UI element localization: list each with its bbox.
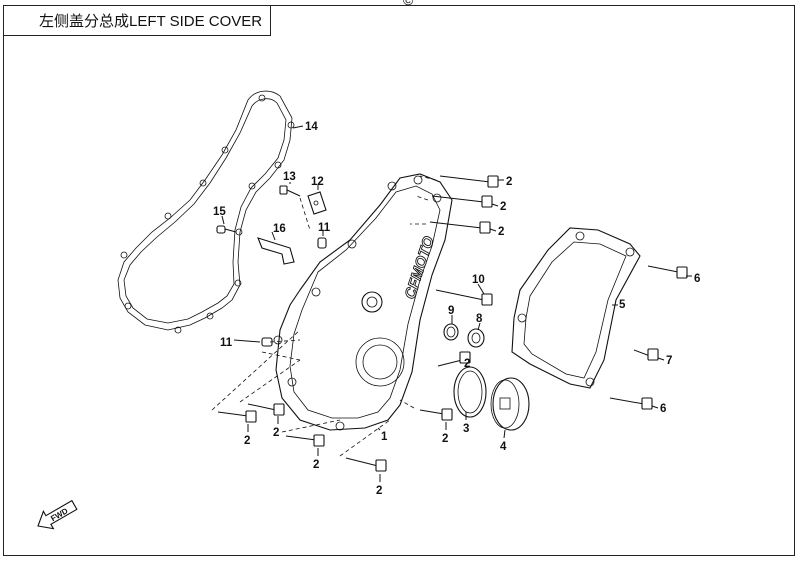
callout-6-upper: 6 xyxy=(694,273,700,285)
clip-part-16 xyxy=(257,237,295,265)
left-side-cover-part-1: CFMOTO xyxy=(273,173,453,431)
bolt-part-13 xyxy=(279,185,301,197)
outer-cover-part-5 xyxy=(511,227,641,389)
dowel-part-11-upper xyxy=(317,237,327,249)
callout-2-e: 2 xyxy=(442,433,448,445)
callout-15: 15 xyxy=(213,206,226,218)
diagram-frame xyxy=(3,5,795,556)
cap-part-4 xyxy=(490,377,530,431)
callout-9: 9 xyxy=(448,305,454,317)
callout-2-f: 2 xyxy=(464,358,470,370)
fwd-direction-arrow: FWD xyxy=(37,499,78,530)
o-ring-part-9 xyxy=(443,323,459,341)
copyright-symbol: © xyxy=(403,0,414,8)
callout-2-top-c: 2 xyxy=(498,226,504,238)
callout-12: 12 xyxy=(311,176,324,188)
callout-13: 13 xyxy=(283,171,296,183)
callout-2-a: 2 xyxy=(244,435,250,447)
callout-3: 3 xyxy=(463,423,469,435)
title-box: 左侧盖分总成LEFT SIDE COVER xyxy=(3,5,271,36)
assembly-guide-lines xyxy=(211,175,437,457)
callout-6-lower: 6 xyxy=(660,403,666,415)
page-title: 左侧盖分总成LEFT SIDE COVER xyxy=(39,12,263,30)
callout-7: 7 xyxy=(666,355,672,367)
gasket-part-14 xyxy=(117,90,295,334)
callout-2-b: 2 xyxy=(273,427,279,439)
bracket-part-12 xyxy=(307,191,327,215)
callout-11-left: 11 xyxy=(220,337,233,349)
o-ring-part-3 xyxy=(453,366,487,418)
callout-5: 5 xyxy=(619,299,626,311)
callout-4: 4 xyxy=(500,441,507,453)
callout-14: 14 xyxy=(305,121,318,133)
callout-10: 10 xyxy=(472,274,485,286)
leader-lines xyxy=(221,125,692,482)
callout-16: 16 xyxy=(273,223,286,235)
callout-1: 1 xyxy=(381,431,388,443)
callout-2-d: 2 xyxy=(376,485,382,497)
callout-labels: 14 13 12 15 16 11 11 2 2 2 10 9 8 1 2 2 … xyxy=(213,121,700,497)
bolts-group xyxy=(217,175,688,472)
callout-8: 8 xyxy=(476,313,483,325)
plug-part-8 xyxy=(467,328,485,348)
callout-2-c: 2 xyxy=(313,459,319,471)
callout-2-top-a: 2 xyxy=(506,176,512,188)
pin-part-15 xyxy=(216,225,237,234)
callout-11-upper: 11 xyxy=(318,222,331,234)
callout-2-top-b: 2 xyxy=(500,201,506,213)
bolt-part-10 xyxy=(435,289,493,306)
